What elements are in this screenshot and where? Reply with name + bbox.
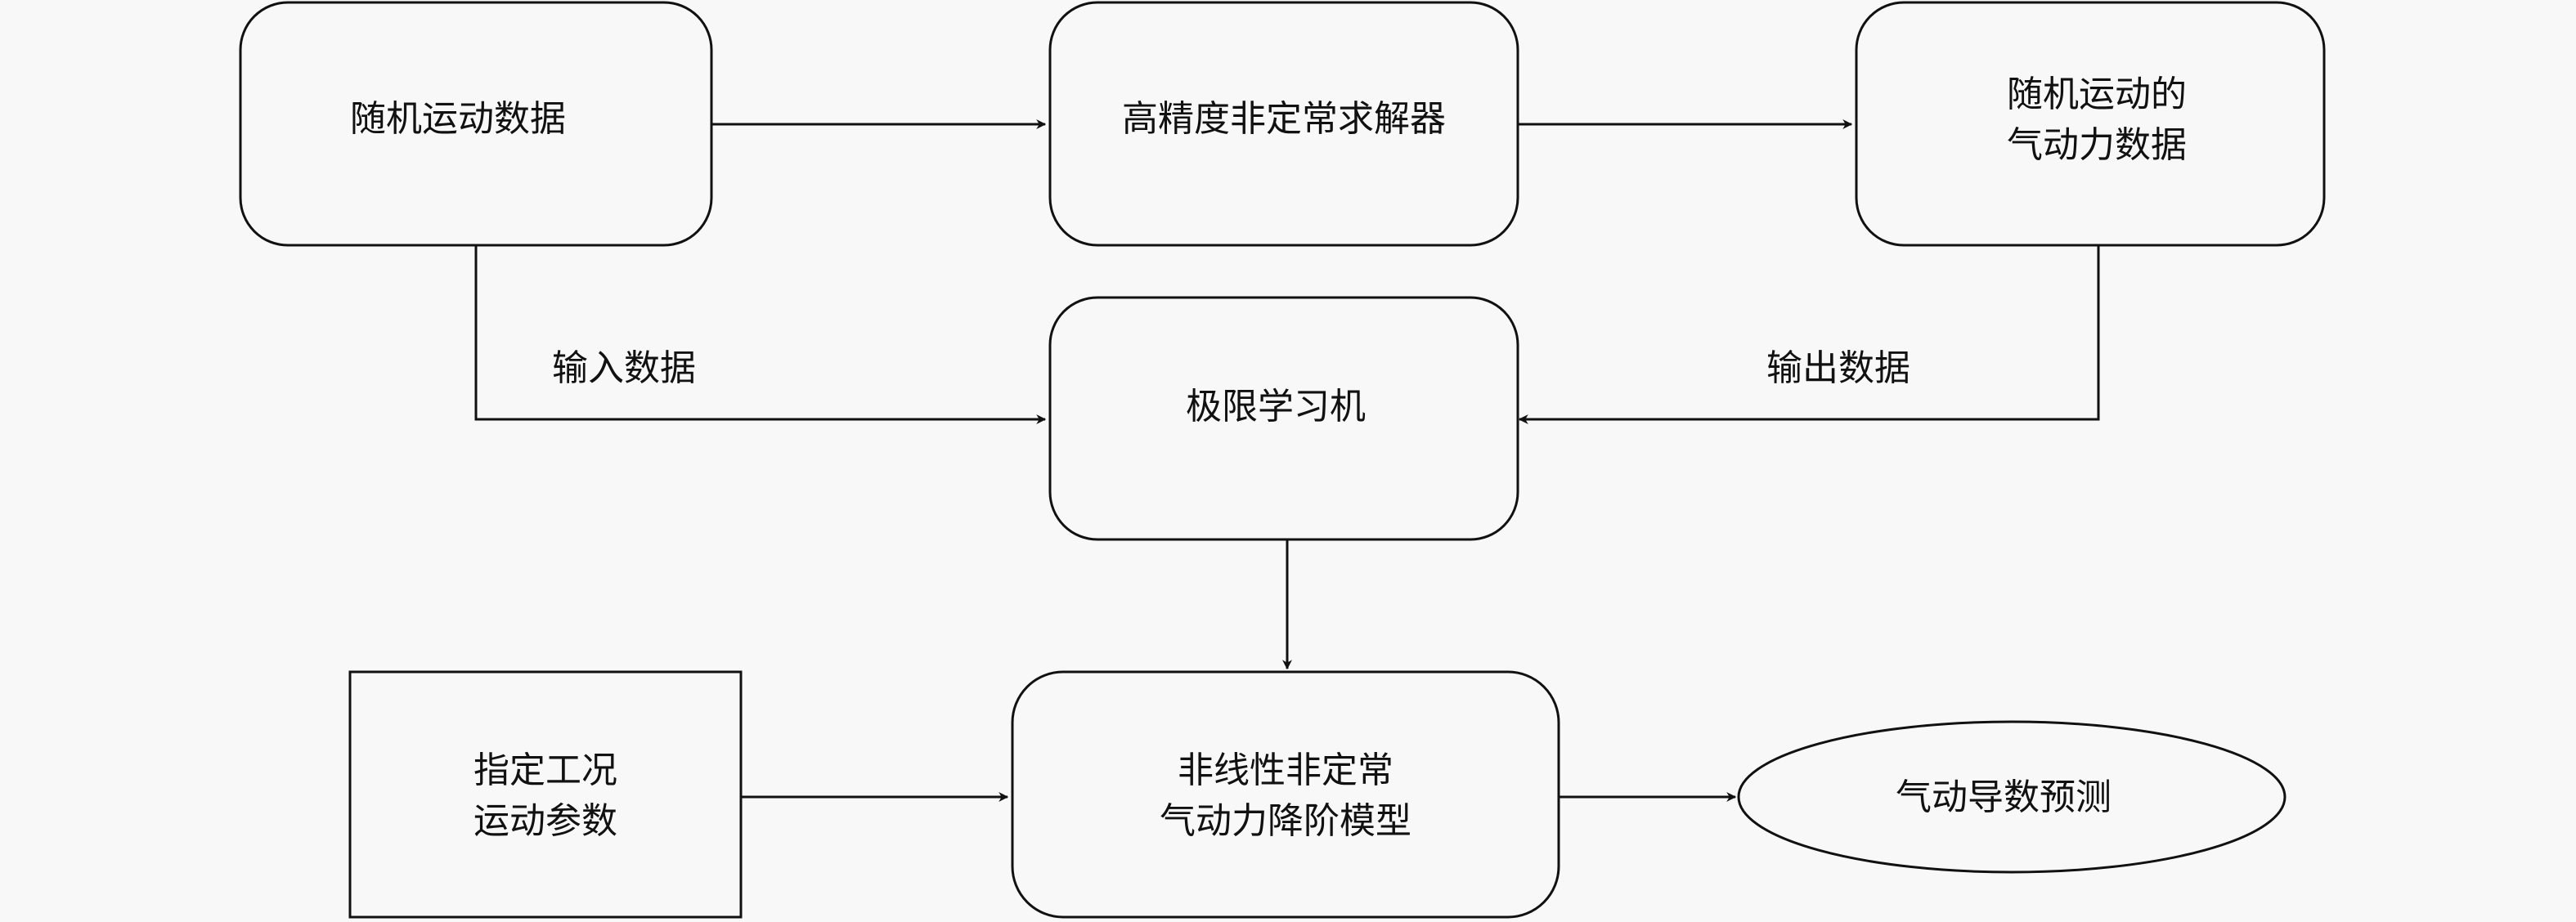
node-label-aero-data-line1: 随机运动的 bbox=[2007, 74, 2187, 115]
node-label-condition-params-line1: 指定工况 bbox=[473, 750, 617, 791]
node-random-motion-data bbox=[239, 1, 713, 247]
node-high-precision-solver bbox=[1048, 1, 1519, 247]
node-label-high-precision-solver: 高精度非定常求解器 bbox=[1122, 98, 1446, 140]
node-rom bbox=[1011, 670, 1560, 919]
node-label-condition-params-line2: 运动参数 bbox=[473, 800, 617, 842]
node-label-aero-data-line2: 气动力数据 bbox=[2007, 124, 2187, 166]
node-elm bbox=[1048, 296, 1519, 541]
node-derivative-prediction bbox=[1737, 720, 2287, 874]
node-label-random-motion-data: 随机运动数据 bbox=[350, 98, 566, 140]
node-condition-params bbox=[348, 670, 743, 919]
node-label-derivative-prediction: 气动导数预测 bbox=[1896, 777, 2112, 818]
edge-motion-to-elm bbox=[474, 245, 1047, 424]
node-aero-data bbox=[1855, 1, 2326, 247]
edge-label-input-data: 输入数据 bbox=[552, 347, 696, 389]
edge-label-output-data: 输出数据 bbox=[1766, 347, 1910, 389]
node-label-elm: 极限学习机 bbox=[1186, 386, 1366, 427]
node-label-rom-line2: 气动力降阶模型 bbox=[1160, 800, 1411, 842]
edge-aero-to-elm bbox=[1518, 245, 2100, 424]
node-label-rom-line1: 非线性非定常 bbox=[1178, 750, 1393, 791]
